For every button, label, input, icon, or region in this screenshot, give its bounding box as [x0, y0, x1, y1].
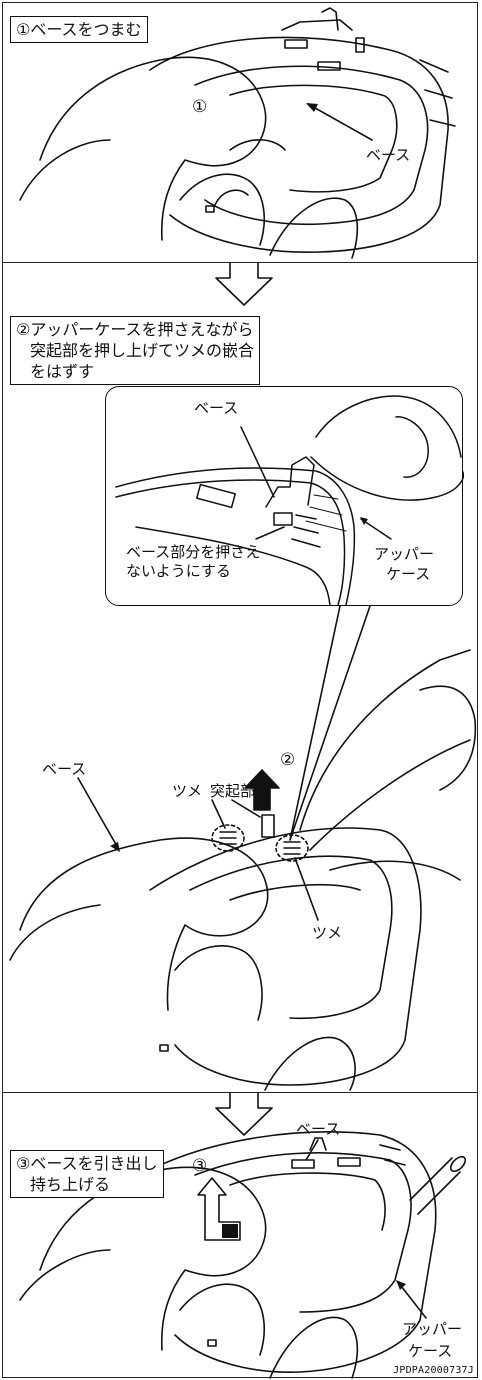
- panel3-fob-illustration: [19, 1131, 467, 1379]
- step3-box: ③ベースを引き出し 持ち上げる: [10, 1150, 164, 1198]
- base-pointer-line-1: [307, 103, 373, 141]
- panel1-fob-illustration: [19, 7, 456, 259]
- base-label-3: ベース: [296, 1120, 341, 1138]
- section-divider-1: [2, 262, 478, 263]
- protrusion-label: 突起部: [210, 782, 256, 800]
- circle-label-3: ③: [192, 1156, 208, 1176]
- section-divider-2: [2, 1092, 478, 1093]
- inset-note-line1: ベース部分を押さえ: [126, 543, 261, 561]
- inset-upper-label-line1: アッパー: [374, 545, 435, 563]
- step2-line1: ②アッパーケースを押さえながら: [16, 320, 254, 339]
- inset-upper-label-line2: ケース: [386, 565, 431, 583]
- tsume-label-right: ツメ: [312, 924, 343, 942]
- upper-case-label-3-line1: アッパー: [402, 1320, 463, 1338]
- inset-line-art: [115, 395, 465, 606]
- panel2-fob-illustration: [9, 605, 477, 1091]
- step1-text: ①ベースをつまむ: [16, 20, 142, 39]
- document-code: JPDPA2000737J: [393, 1365, 474, 1376]
- base-label-1: ベース: [366, 146, 411, 164]
- step3-line2: 持ち上げる: [30, 1175, 111, 1194]
- inset-note-line2: ないようにする: [126, 562, 231, 580]
- inset-base-label: ベース: [194, 399, 239, 417]
- circle-label-1: ①: [192, 97, 208, 117]
- step3-line1: ③ベースを引き出し: [16, 1154, 158, 1173]
- step1-box: ①ベースをつまむ: [10, 16, 148, 43]
- step2-line2: 突起部を押し上げてツメの嵌合: [30, 341, 255, 360]
- down-arrow-1: [215, 262, 273, 306]
- circle-label-2: ②: [280, 750, 296, 770]
- tsume-label-left: ツメ: [172, 782, 203, 800]
- down-arrow-2: [215, 1092, 273, 1136]
- base-label-2: ベース: [42, 760, 87, 778]
- step2-line3: をはずす: [30, 362, 95, 381]
- base-pointer-line-2: [77, 777, 119, 849]
- upper-case-pointer-3: [397, 1281, 427, 1319]
- inset-detail-box: ベース ベース部分を押さえ ないようにする アッパー ケース: [105, 386, 465, 606]
- upper-case-label-3-line2: ケース: [408, 1342, 453, 1360]
- step2-box: ②アッパーケースを押さえながら 突起部を押し上げてツメの嵌合 をはずす: [10, 316, 261, 385]
